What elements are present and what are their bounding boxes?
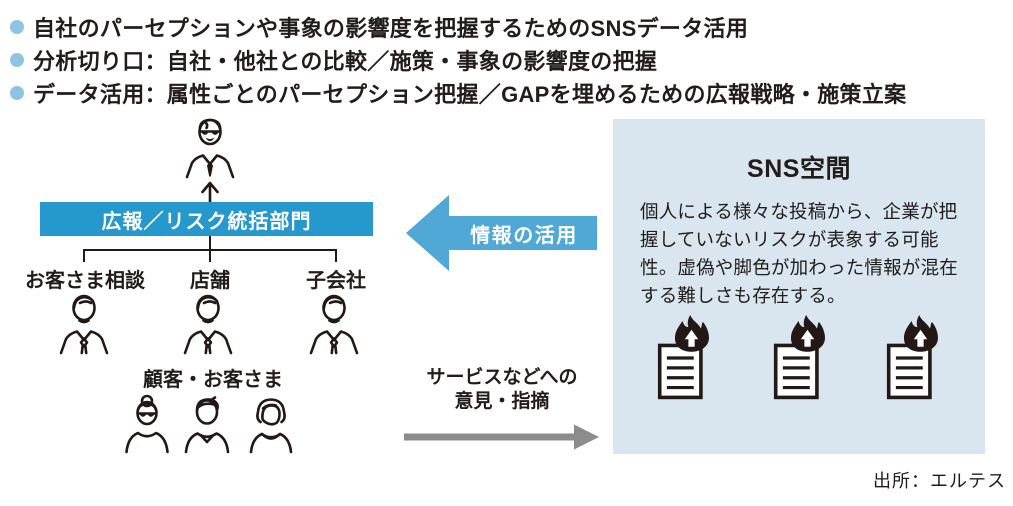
- bullet-text: データ活用：属性ごとのパーセプション把握／GAPを埋めるための広報戦略・施策立案: [33, 81, 907, 107]
- bullet-text: 分析切り口：自社・他社との比較／施策・事象の影響度の把握: [33, 48, 658, 74]
- department-box: 広報／リスク統括部門: [40, 202, 373, 236]
- businessman-icon: [56, 291, 112, 355]
- feedback-label-line1: サービスなどへの: [426, 367, 578, 388]
- burning-document-icon: [656, 315, 710, 401]
- branch-label-subsidiary: 子会社: [306, 270, 366, 292]
- sns-panel-body: 個人による様々な投稿から、企業が把握していないリスクが表象する可能性。虚偽や脚色…: [640, 201, 958, 306]
- businessman-icon: [180, 291, 236, 355]
- bullet-text: 自社のパーセプションや事象の影響度を把握するためのSNSデータ活用: [33, 15, 749, 41]
- connector-line: [209, 236, 211, 249]
- bullet-list: 自社のパーセプションや事象の影響度を把握するためのSNSデータ活用 分析切り口：…: [10, 10, 906, 109]
- young-man-icon: [182, 394, 232, 454]
- feedback-label: サービスなどへの 意見・指摘: [403, 366, 601, 414]
- info-use-label: 情報の活用: [470, 224, 578, 247]
- bullet-icon: [10, 52, 24, 67]
- customers-label: 顧客・お客さま: [143, 369, 283, 391]
- branch-label-store: 店舗: [190, 270, 230, 292]
- sns-panel: SNS空間 個人による様々な投稿から、企業が把握していないリスクが表象する可能性…: [613, 119, 985, 454]
- source-note: 出所：エルテス: [873, 471, 1006, 491]
- branch-label-customer-consultation: お客さま相談: [25, 270, 145, 292]
- elderly-woman-icon: [122, 394, 172, 454]
- department-label: 広報／リスク統括部門: [101, 210, 312, 233]
- connector-line: [335, 249, 337, 262]
- bullet-item: 自社のパーセプションや事象の影響度を把握するためのSNSデータ活用: [10, 10, 906, 43]
- connector-line: [209, 249, 211, 262]
- bullet-icon: [10, 19, 24, 34]
- bullet-icon: [10, 85, 24, 100]
- executive-icon: [182, 115, 238, 179]
- businessman-icon: [306, 291, 362, 355]
- left-arrow-icon: [406, 195, 597, 271]
- sns-panel-title: SNS空間: [747, 155, 851, 183]
- woman-icon: [246, 394, 296, 454]
- info-use-arrow: 情報の活用: [405, 194, 597, 272]
- burning-document-icon: [885, 315, 939, 401]
- burning-document-icon: [772, 315, 826, 401]
- bullet-item: 分析切り口：自社・他社との比較／施策・事象の影響度の把握: [10, 43, 906, 76]
- feedback-arrow-icon: [404, 424, 599, 450]
- feedback-label-line2: 意見・指摘: [454, 391, 550, 412]
- connector-line: [83, 249, 85, 262]
- bullet-item: データ活用：属性ごとのパーセプション把握／GAPを埋めるための広報戦略・施策立案: [10, 76, 906, 109]
